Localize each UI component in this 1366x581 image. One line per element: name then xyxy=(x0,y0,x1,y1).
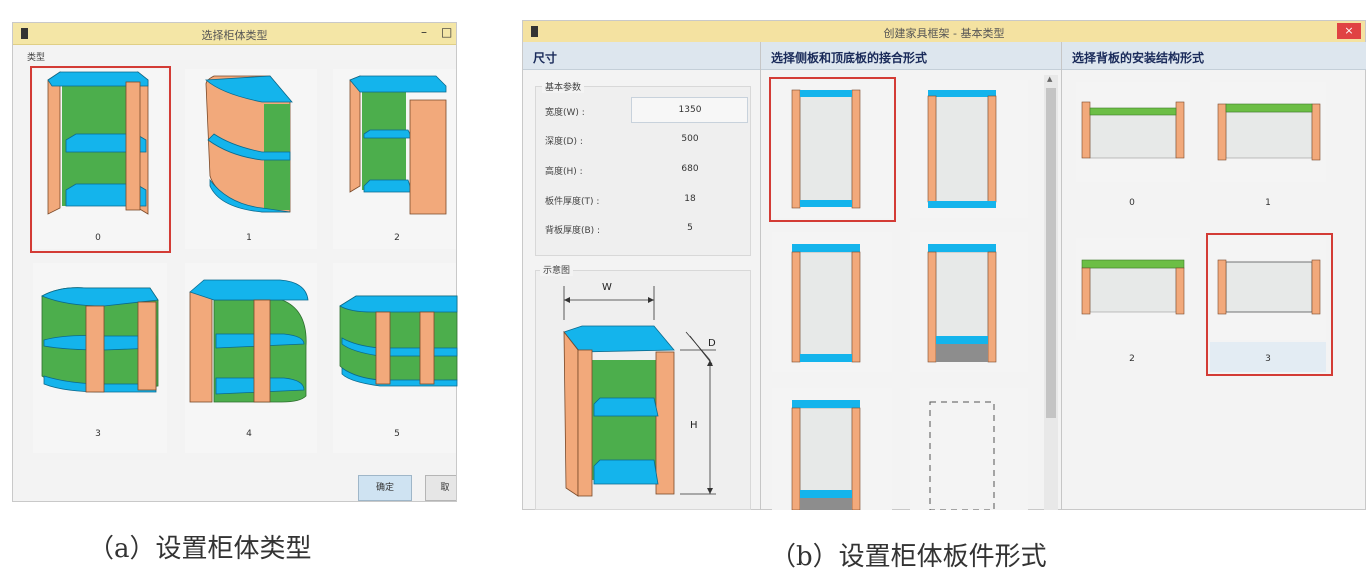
app-icon xyxy=(21,28,28,39)
selected-joint-frame xyxy=(769,77,896,222)
depth-value[interactable]: 500 xyxy=(681,134,699,144)
cabinet-3-graphic xyxy=(41,287,159,393)
type-label-3: 3 xyxy=(95,429,101,439)
joint-scrollbar-thumb[interactable] xyxy=(1046,88,1056,418)
back-option-illustrations xyxy=(1081,101,1321,315)
title-bar: 选择柜体类型 – □ xyxy=(13,23,456,45)
scroll-up-icon[interactable]: ▲ xyxy=(1047,75,1053,83)
panel-divider-1 xyxy=(760,42,761,510)
diagram-label: 示意图 xyxy=(540,263,574,276)
width-value: 1350 xyxy=(678,105,702,115)
dimension-h-label: H xyxy=(690,420,698,431)
caption-left: （a）设置柜体类型 xyxy=(88,534,312,564)
type-label-2: 2 xyxy=(394,233,400,243)
dimension-d-label: D xyxy=(708,338,716,349)
joint-option-illustrations xyxy=(791,89,997,510)
maximize-button[interactable]: □ xyxy=(441,25,453,39)
back-label-0: 0 xyxy=(1129,198,1135,208)
cabinet-4-graphic xyxy=(189,279,309,403)
cabinet-2-graphic xyxy=(349,75,447,215)
param-label-height: 高度(H) : xyxy=(545,167,583,177)
type-label-5: 5 xyxy=(394,429,400,439)
window-title: 选择柜体类型 xyxy=(201,29,268,42)
back-label-3: 3 xyxy=(1265,354,1271,364)
back-label-2: 2 xyxy=(1129,354,1135,364)
ok-button[interactable]: 确定 xyxy=(358,475,412,501)
type-label-4: 4 xyxy=(246,429,252,439)
back-label-1: 1 xyxy=(1265,198,1271,208)
joint-panel-header: 选择侧板和顶底板的接合形式 xyxy=(761,42,1061,70)
param-label-thickness: 板件厚度(T) : xyxy=(545,197,600,207)
selected-back-frame xyxy=(1206,233,1333,376)
cabinet-type-illustrations xyxy=(41,71,458,403)
cancel-button[interactable]: 取 xyxy=(425,475,456,501)
caption-right: （b）设置柜体板件形式 xyxy=(770,542,1047,572)
param-label-width: 宽度(W) : xyxy=(545,108,585,118)
dimension-diagram xyxy=(563,286,716,497)
width-field[interactable] xyxy=(631,97,748,123)
cabinet-5-graphic xyxy=(339,295,458,387)
close-button[interactable]: × xyxy=(1337,23,1361,39)
back-thickness-value[interactable]: 5 xyxy=(687,223,693,233)
type-label-0: 0 xyxy=(95,233,101,243)
param-label-back-thickness: 背板厚度(B) : xyxy=(545,226,601,236)
cabinet-0-graphic xyxy=(47,71,149,215)
thickness-value[interactable]: 18 xyxy=(684,194,696,204)
dimension-w-label: W xyxy=(602,282,612,293)
type-label-1: 1 xyxy=(246,233,252,243)
param-label-depth: 深度(D) : xyxy=(545,137,583,147)
back-panel-header: 选择背板的安装结构形式 xyxy=(1062,42,1366,70)
window-title: 创建家具框架 - 基本类型 xyxy=(883,27,1005,40)
cabinet-1-graphic xyxy=(205,75,293,213)
panel-divider-2 xyxy=(1061,42,1062,510)
title-bar: 创建家具框架 - 基本类型 × xyxy=(523,21,1365,43)
type-group-label: 类型 xyxy=(27,53,46,63)
height-value[interactable]: 680 xyxy=(681,164,699,174)
minimize-button[interactable]: – xyxy=(421,25,427,39)
app-icon xyxy=(531,26,538,37)
dimensions-header: 尺寸 xyxy=(523,42,760,70)
back-option-3-label-bg xyxy=(1210,342,1326,372)
basic-params-label: 基本参数 xyxy=(542,80,585,93)
selected-type-frame xyxy=(30,66,171,253)
